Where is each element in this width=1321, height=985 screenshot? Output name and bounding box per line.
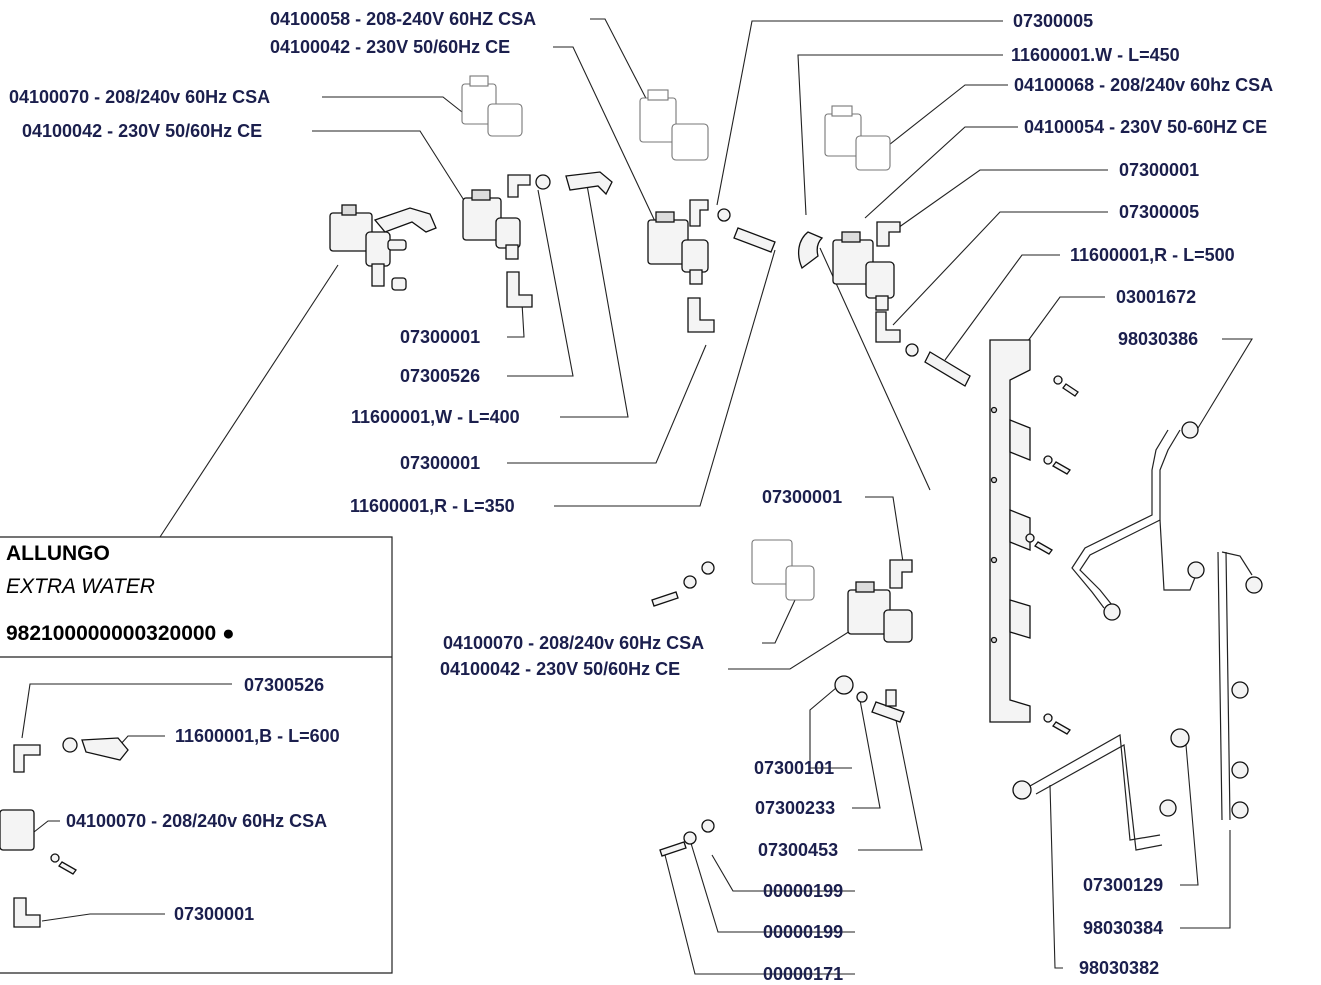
screw-washers-bottom: [659, 819, 715, 857]
inset-kit-code: 982100000000320000 ●: [6, 622, 235, 645]
elbow-fittings: [506, 174, 919, 589]
label-elbow-07300001-b: 07300001: [400, 453, 481, 473]
label-tee-07300453: 07300453: [758, 840, 839, 860]
pipe-98030382: [1012, 734, 1177, 851]
label-fitting-07300101: 07300101: [754, 758, 835, 778]
label-pipe-98030384: 98030384: [1083, 918, 1164, 938]
label-pipe-98030386: 98030386: [1118, 329, 1199, 349]
label-hose-w400: 11600001,W - L=400: [351, 407, 520, 427]
label-elbow-07300001-c: 07300001: [1119, 160, 1200, 180]
label-solenoid-d-csa: 04100070 - 208/240v 60Hz CSA: [443, 633, 705, 653]
inset-label-hose: 11600001,B - L=600: [175, 726, 340, 746]
allungo-inset-frame: [0, 536, 393, 974]
solenoid-valve-top-ghost: [461, 75, 523, 137]
mounting-bracket: [989, 339, 1031, 723]
fitting-07300129: [1170, 728, 1190, 748]
pipe-98030384: [1217, 551, 1263, 821]
label-fitting-07300233: 07300233: [755, 798, 836, 818]
label-washer-00000199-b: 00000199: [763, 922, 844, 942]
leader-lines: [21, 18, 1253, 975]
label-solenoid-d-ce: 04100042 - 230V 50/60Hz CE: [440, 659, 681, 679]
inset-label-elbow: 07300001: [174, 904, 255, 924]
label-screw-00000171: 00000171: [763, 964, 844, 984]
label-elbow-07300001-d: 07300001: [762, 487, 843, 507]
solenoid-valve-middle: [751, 539, 913, 643]
solenoid-valve-right-ghost: [824, 105, 891, 171]
label-solenoid-b-ce: 04100042 - 230V 50/60Hz CE: [22, 121, 263, 141]
label-solenoid-b-csa: 04100070 - 208/240v 60Hz CSA: [9, 87, 271, 107]
label-fitting-07300129: 07300129: [1083, 875, 1164, 895]
inset-parts: [0, 737, 129, 928]
label-solenoid-c-ce: 04100054 - 230V 50-60HZ CE: [1024, 117, 1268, 137]
solenoid-valve-right: [832, 231, 895, 311]
label-solenoid-a-ce: 04100042 - 230V 50/60Hz CE: [270, 37, 511, 57]
label-hose-r350: 11600001,R - L=350: [350, 496, 515, 516]
fittings-cluster: [834, 675, 905, 723]
label-solenoid-a-csa: 04100058 - 208-240V 60HZ CSA: [270, 9, 537, 29]
label-hose-w450: 11600001.W - L=450: [1011, 45, 1180, 65]
solenoid-valve-center: [647, 211, 709, 285]
label-solenoid-c-csa: 04100068 - 208/240v 60hz CSA: [1014, 75, 1274, 95]
pipe-98030386: [1071, 421, 1205, 621]
solenoid-valve-left-large: [329, 204, 437, 291]
label-bracket-03001672: 03001672: [1116, 287, 1197, 307]
label-elbow-07300001-a: 07300001: [400, 327, 481, 347]
screw-washers-top: [651, 561, 715, 607]
label-elbow-07300005-a: 07300005: [1013, 11, 1094, 31]
hoses: [565, 171, 971, 387]
inset-subtitle: EXTRA WATER: [6, 575, 155, 598]
label-pipe-98030382: 98030382: [1079, 958, 1160, 978]
label-hose-r500: 11600001,R - L=500: [1070, 245, 1235, 265]
inset-label-connector: 07300526: [244, 675, 325, 695]
bracket-screws: [1025, 375, 1079, 735]
solenoid-valve-center-ghost: [639, 89, 709, 161]
label-elbow-07300005-b: 07300005: [1119, 202, 1200, 222]
inset-label-solenoid: 04100070 - 208/240v 60Hz CSA: [66, 811, 328, 831]
label-connector-07300526: 07300526: [400, 366, 481, 386]
inset-title: ALLUNGO: [6, 542, 110, 565]
label-washer-00000199-a: 00000199: [763, 881, 844, 901]
solenoid-valve-left-small: [462, 189, 521, 260]
